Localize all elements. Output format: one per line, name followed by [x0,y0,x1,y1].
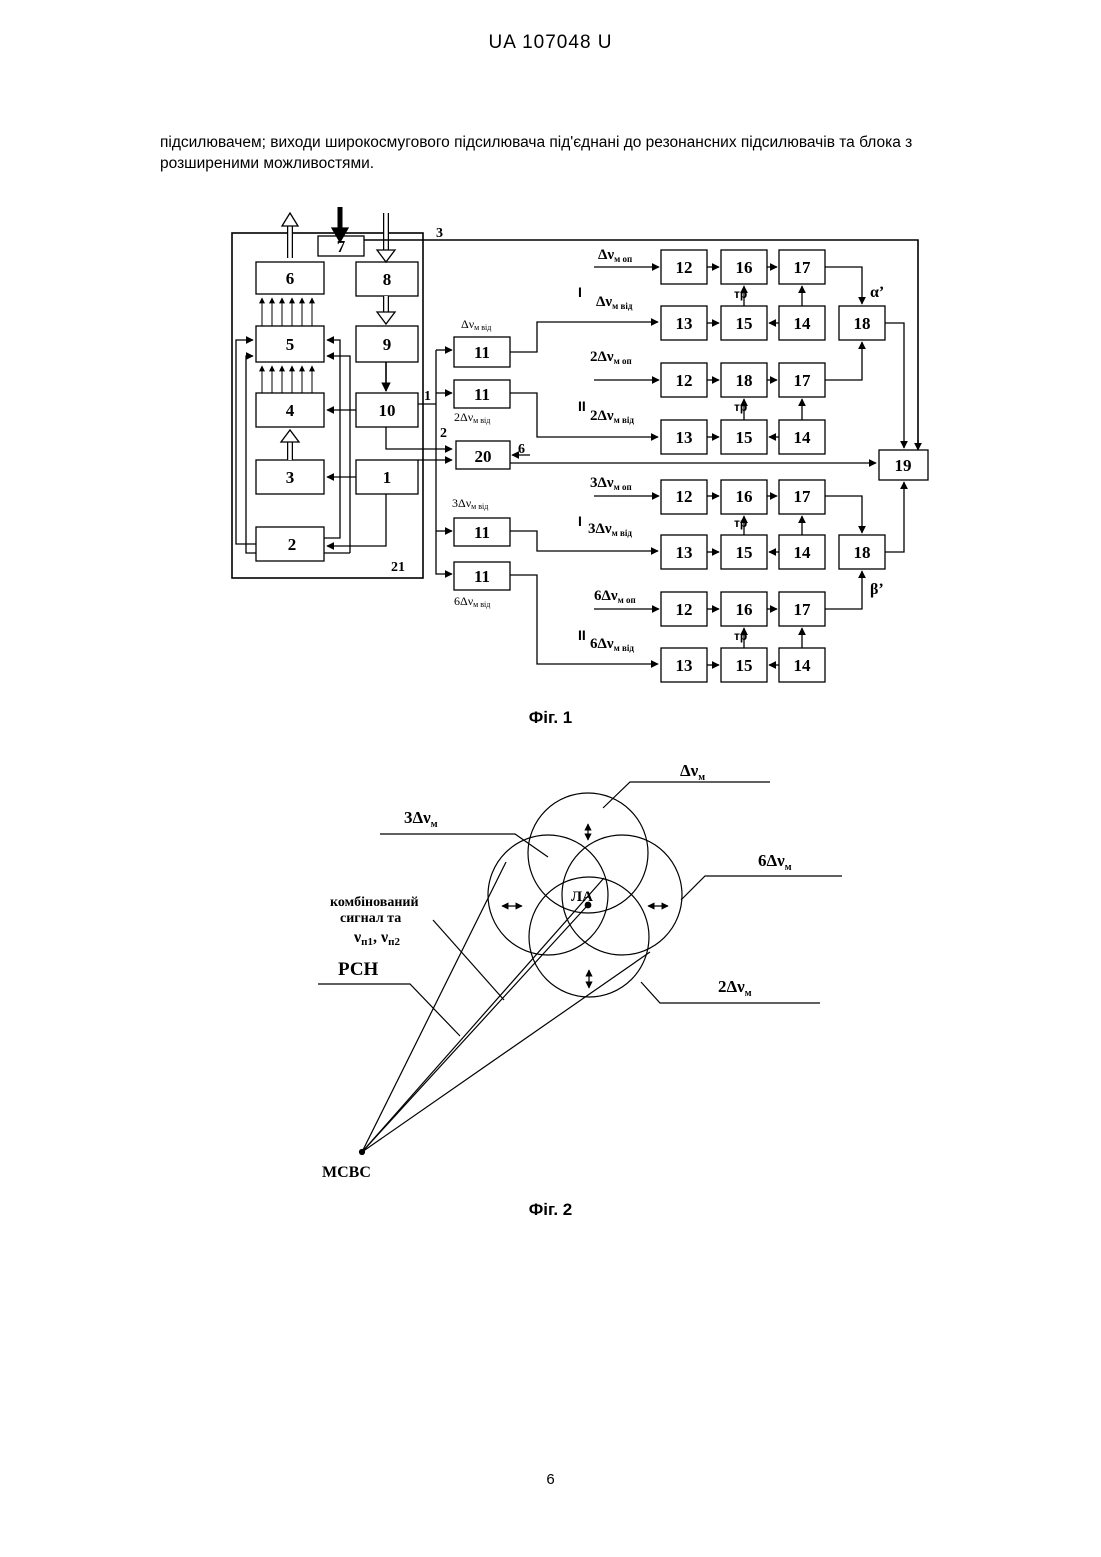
freq-3dv-vid: 3Δνм від [588,521,632,538]
figure-2-caption: Фіг. 2 [0,1200,1101,1220]
label-block-18b: 18 [736,371,753,390]
label-block-17c: 17 [794,487,812,506]
freq-2dv-op: 2Δνм оп [590,349,632,366]
roman-II-top: II [578,398,586,414]
label-block-14d: 14 [794,656,812,675]
label-block-2: 2 [288,535,297,554]
channel-group-bottom [594,480,904,682]
label-block-3: 3 [286,468,295,487]
label-block-17d: 17 [794,600,812,619]
label-block-10: 10 [379,401,396,420]
label-block-15a: 15 [736,314,753,333]
label-block-12c: 12 [676,487,693,506]
label-block-17b: 17 [794,371,812,390]
fig2-label-dv: Δνм [680,761,705,783]
freq-dv-vid: Δνм від [596,294,633,311]
freq-11d: 6Δνм від [454,594,490,609]
fig2-combined-line2: сигнал та [340,911,401,926]
label-block-20: 20 [475,447,492,466]
label-tr-2: тр [734,400,747,414]
label-block-16a: 16 [736,258,753,277]
label-beta: β’ [870,581,884,598]
label-block-15c: 15 [736,543,753,562]
fig2-label-rsn: РСН [338,959,379,980]
freq-11b: 2Δνм від [454,410,490,425]
figure-1-block-diagram [232,207,928,682]
tag-out-2: 2 [440,426,447,441]
label-block-14b: 14 [794,428,812,447]
tag-in-6: 6 [518,442,525,457]
label-block-11b: 11 [474,385,490,404]
label-block-14c: 14 [794,543,812,562]
label-block-6: 6 [286,269,295,288]
label-block-13b: 13 [676,428,693,447]
roman-I-bottom: I [578,513,582,529]
tag-out-1: 1 [424,389,431,404]
freq-2dv-vid: 2Δνм від [590,408,634,425]
fig2-label-la: ЛА [571,889,593,905]
label-block-7: 7 [337,237,346,256]
fig2-label-3dv: 3Δνм [404,808,438,830]
label-block-13d: 13 [676,656,693,675]
label-block-15d: 15 [736,656,753,675]
label-block-11c: 11 [474,523,490,542]
label-block-14a: 14 [794,314,812,333]
freq-dv-op: Δνм оп [598,247,632,264]
label-block-16d: 16 [736,600,753,619]
label-block-13a: 13 [676,314,693,333]
label-tr-3: тр [734,516,747,530]
label-block-15b: 15 [736,428,753,447]
figure-1-caption: Фіг. 1 [0,708,1101,728]
fig2-label-6dv: 6Δνм [758,851,792,873]
label-block-12a: 12 [676,258,693,277]
fig2-label-2dv: 2Δνм [718,977,752,999]
channel-group-top [594,250,904,454]
figure-2-diagram [318,782,842,1155]
tag-3: 3 [436,226,443,241]
label-block-13c: 13 [676,543,693,562]
label-block-4: 4 [286,401,295,420]
label-tr-4: тр [734,629,747,643]
label-block-1: 1 [383,468,392,487]
freq-6dv-op: 6Δνм оп [594,588,636,605]
freq-6dv-vid: 6Δνм від [590,636,634,653]
label-block-12d: 12 [676,600,693,619]
label-block-5: 5 [286,335,295,354]
freq-3dv-op: 3Δνм оп [590,475,632,492]
roman-I-top: I [578,284,582,300]
roman-II-bottom: II [578,627,586,643]
fig2-label-msvs: МСВС [322,1164,371,1181]
label-block-9: 9 [383,335,392,354]
label-block-12b: 12 [676,371,693,390]
fig2-combined-line3: νп1, νп2 [353,929,400,948]
label-block-19: 19 [895,456,912,475]
tag-21: 21 [391,560,405,575]
fig2-combined-line1: комбінований [330,895,419,910]
freq-11a: Δνм від [461,317,491,332]
label-block-18c: 18 [854,543,871,562]
label-block-11a: 11 [474,343,490,362]
label-block-17a: 17 [794,258,812,277]
label-tr-1: тр [734,287,747,301]
label-block-18a: 18 [854,314,871,333]
label-block-8: 8 [383,270,392,289]
page-number: 6 [0,1471,1101,1488]
label-alpha: α’ [870,284,884,301]
label-block-11d: 11 [474,567,490,586]
label-block-16c: 16 [736,487,753,506]
freq-11c: 3Δνм від [452,496,488,511]
